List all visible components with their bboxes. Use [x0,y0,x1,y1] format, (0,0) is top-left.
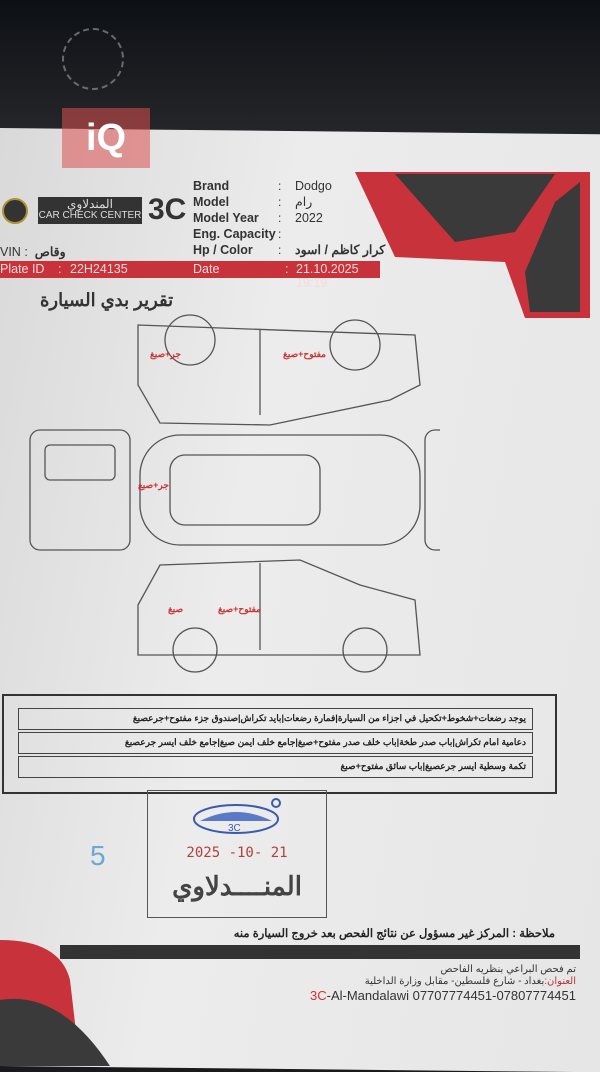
logo-3c: 3C [148,193,187,226]
phones: -Al-Mandalawi 07707774451-07807774451 [326,988,576,1003]
note-line: دعامية امام تكراش|باب صدر طخة|باب خلف صد… [18,732,533,754]
colons: ::::: [278,179,282,257]
stamp-date: 2025 -10- 21 [186,845,288,861]
vin-value: وقاص [34,245,66,259]
vin-label: VIN [0,245,21,259]
address: بغداد - شارع فلسطين- مقابل وزارة الداخلي… [364,976,545,987]
report-title: تقرير بدي السيارة [40,290,174,310]
notes-box: يوجد رضعات+شخوط+تكحيل في اجزاء من السيار… [2,694,557,794]
damage-label: جر+صبغ [138,480,169,490]
speedometer-gauge [62,28,124,90]
model-year-label: Model Year [193,211,259,225]
company-stamp: 3C 2025 -10- 21 المنــــدلاوي [147,790,327,918]
hp-color-value: كرار كاظم / اسود [295,243,386,257]
stamp-name: المنــــدلاوي [172,871,302,901]
car-side-top-view [137,314,421,426]
damage-label: مفتوح+صبغ [283,349,326,359]
damage-label: جر+صبغ [150,349,181,359]
note-line: يوجد رضعات+شخوط+تكحيل في اجزاء من السيار… [18,708,533,730]
logo-english: CAR CHECK CENTER [38,210,142,221]
car-front-view [424,429,440,551]
model-label: Model [193,195,230,209]
date-label: Date [193,262,220,276]
footer-line: تم فحص البراعي بنظريه الفاحص [440,964,576,975]
logo-emblem-icon [2,198,28,224]
brand-value: Dodgo [295,179,332,193]
eng-capacity-value [295,226,385,242]
logo-box: المندلاوي CAR CHECK CENTER [38,197,142,224]
model-year-value: 2022 [295,211,323,225]
plate-value: 22H24135 [70,262,128,276]
disclaimer: ملاحظة : المركز غير مسؤول عن نتائج الفحص… [233,928,555,940]
vehicle-values: Dodgo رام 2022 كرار كاظم / اسود [295,178,385,258]
stamp-car-logo: 3C [193,798,281,834]
car-rear-view [29,429,131,551]
car-side-bottom-view [137,559,421,673]
eng-capacity-label: Eng. Capacity [193,227,276,241]
damage-label: مفتوح+صبغ [218,604,261,614]
address-label: العنوان: [544,976,576,987]
red-footer-decoration [0,940,110,1066]
stamp-3c: 3C [228,823,241,834]
plate-date-bar: Plate ID : 22H24135 Date : 21.10.2025 19… [0,261,380,290]
car-body-diagram [29,314,440,673]
model-value: رام [295,195,313,209]
red-corner-decoration [355,172,590,318]
damage-label: صبغ [168,604,184,614]
logo-arabic: المندلاوي [67,197,113,211]
date-value: 21.10.2025 19:19 [296,262,359,290]
handwritten-number: 5 [90,840,106,871]
brand-prefix: 3C [310,988,327,1003]
iq-watermark-logo: iQ [62,108,150,168]
vin-row: VIN : وقاص [0,245,66,259]
brand-label: Brand [193,179,230,193]
vehicle-fields: Brand Model Model Year Eng. Capacity Hp … [193,178,276,258]
brand-phones-line: 3C-Al-Mandalawi 07707774451-07807774451 [230,988,576,1003]
plate-label: Plate ID [0,262,45,276]
dark-band [60,945,580,959]
car-top-view [139,434,421,546]
hp-color-label: Hp / Color [193,243,253,257]
note-line: تكمة وسطية ايسر جرعصبغ|باب سائق مفتوح+صب… [18,756,533,778]
